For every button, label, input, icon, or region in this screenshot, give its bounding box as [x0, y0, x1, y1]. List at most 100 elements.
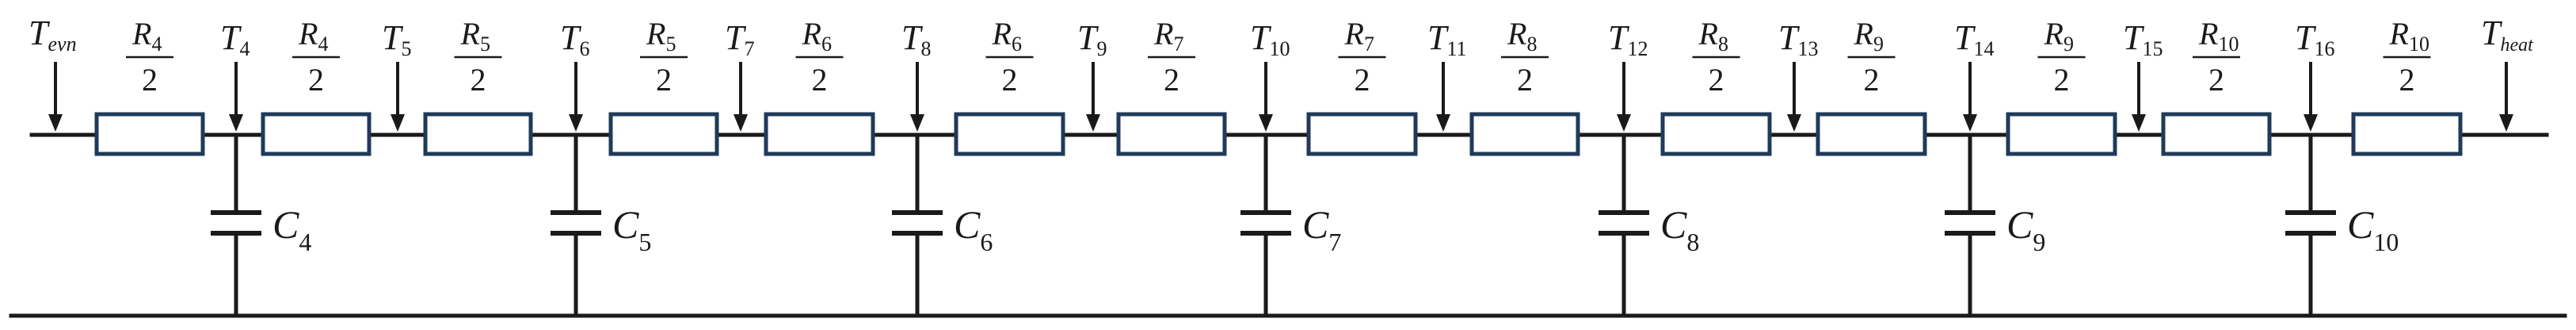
resistor-denominator-12: 2 [2054, 62, 2070, 98]
resistor-label-6-main: R [992, 16, 1012, 52]
node-arrow-10-head [1259, 114, 1273, 132]
node-label-16: T16 [2295, 18, 2334, 60]
capacitors-layer [211, 132, 2336, 318]
resistor-label-12: R9 [2044, 16, 2074, 56]
capacitor-label-5: C5 [612, 202, 651, 256]
resistor-denominator-6: 2 [1002, 62, 1018, 98]
capacitor-label-8: C8 [1660, 202, 1699, 256]
node-label-9-sub: 9 [1096, 37, 1107, 60]
node-label-7-main: T [725, 18, 747, 57]
resistor-label-1: R4 [131, 16, 162, 56]
capacitor-label-4-main: C [272, 202, 299, 247]
node-label-12: T12 [1608, 18, 1648, 60]
resistor-label-13-main: R [2198, 16, 2218, 52]
node-label-12-main: T [1608, 18, 1630, 57]
env-node-label: Tevn [29, 13, 77, 56]
node-label-11: T11 [1427, 18, 1467, 60]
node-arrow-16-head [2304, 114, 2318, 132]
node-label-7: T7 [725, 18, 754, 60]
resistor-label-3-sub: 5 [480, 33, 490, 56]
node-label-14: T14 [1954, 18, 1994, 60]
resistor-13 [2161, 112, 2272, 156]
resistor-label-8-sub: 7 [1364, 33, 1374, 56]
capacitor-label-6-sub: 6 [980, 228, 993, 256]
resistor-denominator-11: 2 [1864, 62, 1880, 98]
resistor-7 [1116, 112, 1227, 156]
capacitor-label-7: C7 [1302, 202, 1341, 256]
node-label-10-main: T [1250, 18, 1272, 57]
node-label-6-sub: 6 [579, 37, 589, 60]
capacitor-label-10-main: C [2347, 202, 2374, 247]
resistor-label-2: R4 [298, 16, 328, 56]
capacitor-label-7-main: C [1302, 202, 1329, 247]
resistor-label-11: R9 [1854, 16, 1884, 56]
resistor-label-13: R10 [2198, 16, 2239, 56]
resistors-layer [94, 112, 2463, 156]
capacitor-label-10-sub: 10 [2373, 228, 2399, 256]
node-arrow-9-head [1086, 114, 1100, 132]
node-label-12-sub: 12 [1627, 37, 1648, 60]
node-arrow-12-head [1617, 114, 1631, 132]
capacitor-label-8-sub: 8 [1686, 228, 1699, 256]
resistor-label-10: R8 [1698, 16, 1728, 56]
resistor-label-10-main: R [1698, 16, 1718, 52]
node-label-16-main: T [2295, 18, 2317, 57]
heat-node-label: Theat [2481, 13, 2534, 56]
capacitor-label-9-main: C [2006, 202, 2033, 247]
node-label-4: T4 [220, 18, 250, 60]
resistor-label-11-sub: 9 [1873, 33, 1884, 56]
resistor-1 [94, 112, 205, 156]
resistor-label-12-sub: 9 [2063, 33, 2074, 56]
resistor-denominator-13: 2 [2208, 62, 2224, 98]
capacitor-label-8-main: C [1660, 202, 1687, 247]
resistor-label-1-sub: 4 [151, 33, 162, 56]
node-label-15-sub: 15 [2142, 37, 2163, 60]
node-label-13: T13 [1778, 18, 1818, 60]
resistor-label-12-main: R [2044, 16, 2063, 52]
resistor-denominator-8: 2 [1355, 62, 1370, 98]
resistor-label-8: R7 [1344, 16, 1374, 56]
env-node-label-sub: evn [48, 33, 76, 56]
resistor-label-4: R5 [646, 16, 676, 56]
capacitor-label-7-sub: 7 [1328, 228, 1341, 256]
capacitor-label-6-main: C [954, 202, 981, 247]
resistor-denominator-4: 2 [656, 62, 672, 98]
labels-layer: R42R42R52R52R62R62R72R72R82R82R92R92R102… [29, 13, 2534, 256]
node-label-9: T9 [1077, 18, 1107, 60]
capacitor-label-4-sub: 4 [299, 228, 311, 256]
heat-node-arrow-head [2499, 114, 2513, 132]
resistor-label-9: R8 [1507, 16, 1537, 56]
resistor-denominator-3: 2 [471, 62, 486, 98]
resistor-label-3: R5 [460, 16, 490, 56]
resistor-label-9-main: R [1507, 16, 1526, 52]
node-label-10-sub: 10 [1269, 37, 1290, 60]
resistor-9 [1469, 112, 1580, 156]
node-label-4-main: T [220, 18, 242, 57]
resistor-denominator-9: 2 [1517, 62, 1533, 98]
node-label-5-sub: 5 [401, 37, 411, 60]
node-arrow-4-head [229, 114, 243, 132]
resistor-label-6: R6 [992, 16, 1022, 56]
wires-layer [9, 132, 2567, 318]
resistor-10 [1660, 112, 1772, 156]
node-label-8-main: T [901, 18, 924, 57]
heat-node-label-sub: heat [2500, 35, 2534, 56]
resistor-denominator-10: 2 [1709, 62, 1724, 98]
resistor-label-14: R10 [2389, 16, 2429, 56]
resistor-11 [1816, 112, 1927, 156]
node-label-15: T15 [2123, 18, 2163, 60]
resistor-5 [764, 112, 875, 156]
resistor-denominator-5: 2 [812, 62, 828, 98]
node-arrow-7-head [734, 114, 748, 132]
node-arrow-14-head [1963, 114, 1977, 132]
node-label-14-main: T [1954, 18, 1976, 57]
resistor-8 [1306, 112, 1418, 156]
resistor-label-11-main: R [1854, 16, 1873, 52]
resistor-label-5-sub: 6 [821, 33, 832, 56]
heat-node-label-main: T [2481, 13, 2503, 52]
resistor-label-5-main: R [802, 16, 821, 52]
node-label-14-sub: 14 [1973, 37, 1994, 60]
resistor-label-2-main: R [298, 16, 318, 52]
node-label-11-main: T [1427, 18, 1450, 57]
